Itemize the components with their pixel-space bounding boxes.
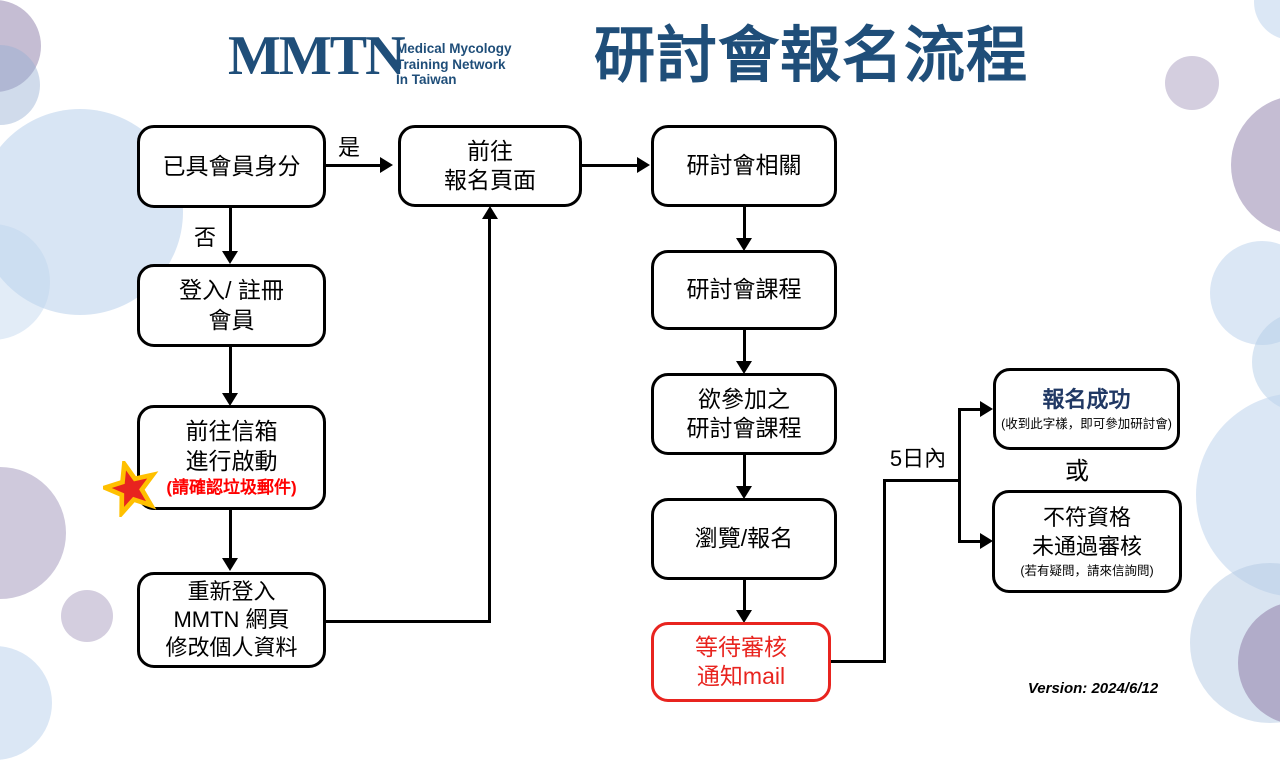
box-text: 報名頁面 — [444, 167, 536, 193]
flow-box-seminar-related: 研討會相關 — [651, 125, 837, 207]
version-text: Version: 2024/6/12 — [1027, 680, 1159, 697]
connector-line — [743, 580, 746, 611]
mmtn-logo: MMTN — [228, 25, 406, 87]
connector-line — [883, 479, 961, 482]
success-title: 報名成功 — [1042, 386, 1131, 412]
box-text: 進行啟動 — [185, 447, 278, 474]
connector-line — [831, 660, 886, 663]
box-text: 未通過審核 — [1031, 533, 1142, 559]
arrowhead-down — [736, 486, 752, 499]
arrowhead-down — [222, 558, 238, 571]
connector-line — [582, 164, 638, 167]
flow-box-member-check: 已具會員身分 — [137, 125, 326, 208]
decor-circle — [1254, 0, 1280, 40]
arrowhead-down — [736, 238, 752, 251]
label-no: 否 — [193, 225, 216, 250]
connector-line — [229, 208, 232, 253]
box-text: 重新登入 — [187, 578, 276, 604]
tagline-line: Training Network — [396, 56, 506, 72]
box-text: 前往 — [467, 137, 513, 164]
arrowhead-down — [736, 610, 752, 623]
star-icon — [103, 461, 159, 517]
box-text: 瀏覽/報名 — [694, 525, 794, 552]
flow-box-relogin: 重新登入 MMTN 網頁 修改個人資料 — [137, 572, 326, 668]
arrowhead-right — [380, 157, 393, 173]
box-text: 研討會課程 — [686, 415, 802, 441]
label-yes: 是 — [337, 135, 360, 160]
box-text: 研討會課程 — [686, 276, 802, 303]
box-text: 登入/ 註冊 — [179, 277, 284, 304]
flow-box-desired-course: 欲參加之 研討會課程 — [651, 373, 837, 455]
arrowhead-right — [980, 533, 993, 549]
connector-line — [958, 408, 961, 543]
connector-line — [883, 479, 886, 663]
flow-box-success: 報名成功 (收到此字樣，即可參加研討會) — [993, 368, 1180, 450]
box-text: 通知mail — [696, 663, 786, 689]
box-text: 會員 — [208, 306, 255, 333]
arrowhead-up — [482, 206, 498, 219]
box-text: 欲參加之 — [698, 385, 790, 412]
decor-circle — [0, 646, 52, 760]
connector-line — [229, 510, 232, 560]
arrowhead-down — [222, 251, 238, 264]
arrowhead-right — [637, 157, 650, 173]
label-within-5-days: 5日內 — [889, 446, 947, 471]
arrowhead-right — [980, 401, 993, 417]
connector-line — [743, 455, 746, 487]
connector-line — [229, 347, 232, 395]
page-title: 研討會報名流程 — [594, 21, 1029, 89]
box-text: 修改個人資料 — [165, 635, 298, 661]
connector-line — [326, 164, 382, 167]
flow-box-activate-email: 前往信箱 進行啟動 (請確認垃圾郵件) — [137, 405, 326, 510]
box-text: 研討會相關 — [686, 152, 802, 179]
decor-circle — [0, 467, 66, 599]
connector-line — [958, 408, 982, 411]
success-note: (收到此字樣，即可參加研討會) — [1001, 417, 1172, 432]
connector-line — [488, 218, 491, 623]
flow-box-rejected: 不符資格 未通過審核 (若有疑問，請來信詢問) — [992, 490, 1182, 593]
connector-line — [743, 207, 746, 239]
connector-line — [958, 540, 982, 543]
decor-circle — [61, 590, 113, 642]
label-or: 或 — [1065, 458, 1089, 485]
decor-circle — [1165, 56, 1219, 110]
arrowhead-down — [222, 393, 238, 406]
connector-line — [743, 330, 746, 362]
flow-box-wait-review: 等待審核 通知mail — [651, 622, 831, 702]
arrowhead-down — [736, 361, 752, 374]
box-text: 不符資格 — [1042, 505, 1131, 531]
spam-warning-note: (請確認垃圾郵件) — [166, 478, 297, 498]
box-text: MMTN 網頁 — [173, 606, 290, 632]
flow-box-seminar-course: 研討會課程 — [651, 250, 837, 330]
tagline-line: In Taiwan — [396, 72, 457, 87]
connector-line — [323, 620, 491, 623]
flow-box-login-register: 登入/ 註冊 會員 — [137, 264, 326, 347]
rejected-note: (若有疑問，請來信詢問) — [1020, 563, 1154, 578]
flow-box-browse-register: 瀏覽/報名 — [651, 498, 837, 580]
box-text: 等待審核 — [695, 633, 787, 660]
tagline-line: Medical Mycology — [396, 41, 512, 56]
box-text: 前往信箱 — [185, 418, 278, 445]
flow-box-goto-registration: 前往 報名頁面 — [398, 125, 582, 207]
box-text: 已具會員身分 — [162, 152, 301, 179]
mmtn-logo-tagline: Medical Mycology Training Network In Tai… — [396, 41, 512, 88]
decor-circle — [1231, 95, 1280, 235]
